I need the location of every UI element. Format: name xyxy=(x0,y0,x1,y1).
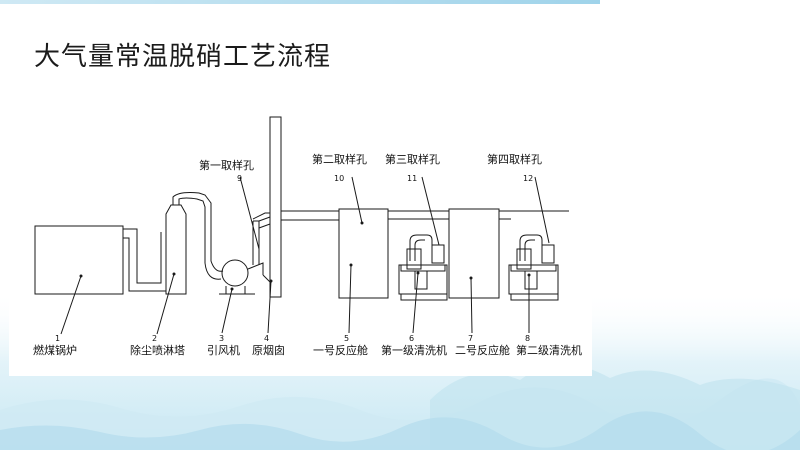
equipment-5-number: 5 xyxy=(344,334,349,343)
leader-lines xyxy=(60,176,550,335)
equipment-6-number: 6 xyxy=(409,334,414,343)
equipment-8-label: 第二级清洗机 xyxy=(516,343,582,357)
equipment-2-label: 除尘喷淋塔 xyxy=(130,343,185,357)
sampling-port-3-label: 第三取样孔 xyxy=(385,152,440,166)
equipment-7-label: 二号反应舱 xyxy=(455,343,510,357)
boiler-shape xyxy=(34,225,124,295)
slide-title: 大气量常温脱硝工艺流程 xyxy=(34,42,332,72)
reactor-2-shape xyxy=(448,208,500,299)
equipment-1-label: 燃煤锅炉 xyxy=(33,343,77,357)
equipment-5-label: 一号反应舱 xyxy=(313,343,368,357)
sampling-port-1-number: 9 xyxy=(237,174,242,183)
fan-shape xyxy=(221,259,249,287)
reactor-1-shape xyxy=(338,208,389,299)
equipment-2-number: 2 xyxy=(152,334,157,343)
equipment-8-number: 8 xyxy=(525,334,530,343)
cleaner-2-shape xyxy=(508,234,559,301)
sampling-port-2-label: 第二取样孔 xyxy=(312,152,367,166)
equipment-3-number: 3 xyxy=(219,334,224,343)
top-accent-bar xyxy=(0,0,600,4)
equipment-1-number: 1 xyxy=(55,334,60,343)
equipment-4-number: 4 xyxy=(264,334,269,343)
cleaner-1-shape xyxy=(398,234,448,301)
chimney-shape xyxy=(269,116,282,298)
equipment-3-label: 引风机 xyxy=(207,343,240,357)
process-flow-diagram: 第一取样孔 9 第二取样孔 10 第三取样孔 11 第四取样孔 12 1 2 3… xyxy=(9,93,592,376)
equipment-6-label: 第一级清洗机 xyxy=(381,343,447,357)
sampling-port-1-label: 第一取样孔 xyxy=(199,158,254,172)
equipment-4-label: 原烟囱 xyxy=(252,343,285,357)
sampling-port-4-label: 第四取样孔 xyxy=(487,152,542,166)
sampling-port-3-number: 11 xyxy=(407,174,417,183)
sampling-port-2-number: 10 xyxy=(334,174,344,183)
equipment-7-number: 7 xyxy=(468,334,473,343)
process-flow-svg: 第一取样孔 9 第二取样孔 10 第三取样孔 11 第四取样孔 12 1 2 3… xyxy=(33,116,582,357)
sampling-port-4-number: 12 xyxy=(523,174,533,183)
spray-tower-shape xyxy=(165,204,187,295)
duct-boiler-tower xyxy=(123,228,166,292)
duct-chimney-reactor xyxy=(252,220,260,265)
